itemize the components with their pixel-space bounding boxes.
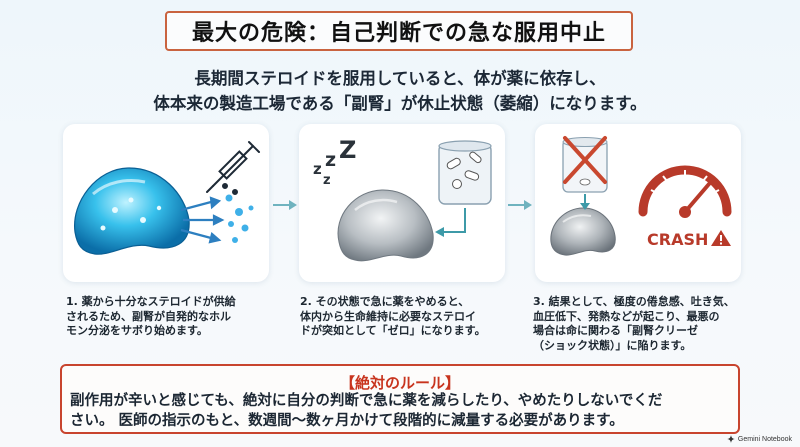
dormant-adrenal-gland-icon — [337, 189, 434, 262]
step-2-line-2: 体内から生命維持に必要なステロイ — [300, 309, 476, 323]
sleep-zzz-icon: z z Z z — [313, 136, 356, 188]
intro-text: 長期間ステロイドを服用していると、体が薬に依存し、 体本来の製造工場である「副腎… — [60, 66, 740, 116]
hormone-dots-icon — [225, 194, 254, 243]
rule-heading: 【絶対のルール】 — [339, 374, 460, 392]
svg-text:z: z — [323, 173, 331, 188]
gemini-notebook-logo: Gemini Notebook — [726, 435, 792, 443]
rule-text: 副作用が辛いと感じても、絶対に自分の判断で急に薬を減らしたり、やめたりしないでく… — [70, 391, 730, 431]
logo-text: Gemini Notebook — [737, 435, 792, 443]
step-1-line-1: 1. 薬から十分なステロイドが供給 — [66, 295, 236, 308]
flow-arrow-2 — [508, 200, 532, 210]
step-1-line-2: されるため、副腎が自発的なホル — [66, 309, 231, 323]
panel-2-card: z z Z z — [299, 124, 505, 282]
flow-arrow-1 — [273, 200, 297, 210]
step-3-text: 3. 結果として、極度の倦怠感、吐き気、 血圧低下、発熱などが起こり、最悪の 場… — [533, 295, 758, 353]
atrophied-adrenal-gland-icon — [550, 207, 616, 256]
step-3-line-1: 3. 結果として、極度の倦怠感、吐き気、 — [533, 295, 735, 308]
gemini-sparkle-icon — [726, 435, 735, 443]
rule-line-2: さい。 医師の指示のもと、数週間〜数ヶ月かけて段階的に減量する必要があります。 — [70, 413, 624, 429]
step-3-line-3: 場合は命に関わる「副腎クリーゼ — [533, 324, 698, 337]
crash-label: CRASH — [647, 230, 708, 249]
active-adrenal-gland-icon — [74, 167, 190, 255]
step-2-line-1: 2. その状態で急に薬をやめると、 — [300, 295, 470, 308]
secretion-arrows-icon — [180, 196, 225, 244]
down-arrow-icon — [580, 194, 590, 210]
pill-container-icon — [438, 140, 492, 205]
step-2-line-3: ドが突如として「ゼロ」になります。 — [300, 324, 486, 337]
svg-text:Z: Z — [339, 136, 356, 164]
step-3-line-2: 血圧低下、発熱などが起こり、最悪の — [533, 309, 720, 323]
step-1-text: 1. 薬から十分なステロイドが供給 されるため、副腎が自発的なホル モン分泌をサ… — [66, 295, 281, 339]
empty-pill-container-icon — [562, 136, 608, 193]
step-1-line-3: モン分泌をサボり始めます。 — [66, 324, 208, 337]
intro-line-1: 長期間ステロイドを服用していると、体が薬に依存し、 — [194, 69, 606, 88]
step-2-text: 2. その状態で急に薬をやめると、 体内から生命維持に必要なステロイ ドが突如と… — [300, 295, 515, 339]
svg-text:z: z — [325, 149, 336, 171]
absolute-rule-box: 【絶対のルール】 副作用が辛いと感じても、絶対に自分の判断で急に薬を減らしたり、… — [60, 364, 740, 434]
feedback-arrow-icon — [435, 208, 466, 237]
rule-line-1: 副作用が辛いと感じても、絶対に自分の判断で急に薬を減らしたり、やめたりしないでく… — [70, 393, 663, 409]
panel-1-card — [63, 124, 269, 282]
step-3-line-4: （ショック状態）」に陥ります。 — [533, 338, 692, 352]
cross-mark-icon — [563, 136, 607, 184]
panel-3-card: CRASH — [535, 124, 741, 282]
page-title: 最大の危険：自己判断での急な服用中止 — [191, 21, 606, 46]
speedometer-icon — [638, 165, 732, 218]
title-box: 最大の危険：自己判断での急な服用中止 — [165, 11, 633, 51]
intro-line-2: 体本来の製造工場である「副腎」が休止状態（萎縮）になります。 — [153, 94, 647, 113]
syringe-icon — [206, 141, 260, 195]
warning-triangle-icon — [711, 230, 731, 246]
svg-text:z: z — [313, 160, 322, 178]
